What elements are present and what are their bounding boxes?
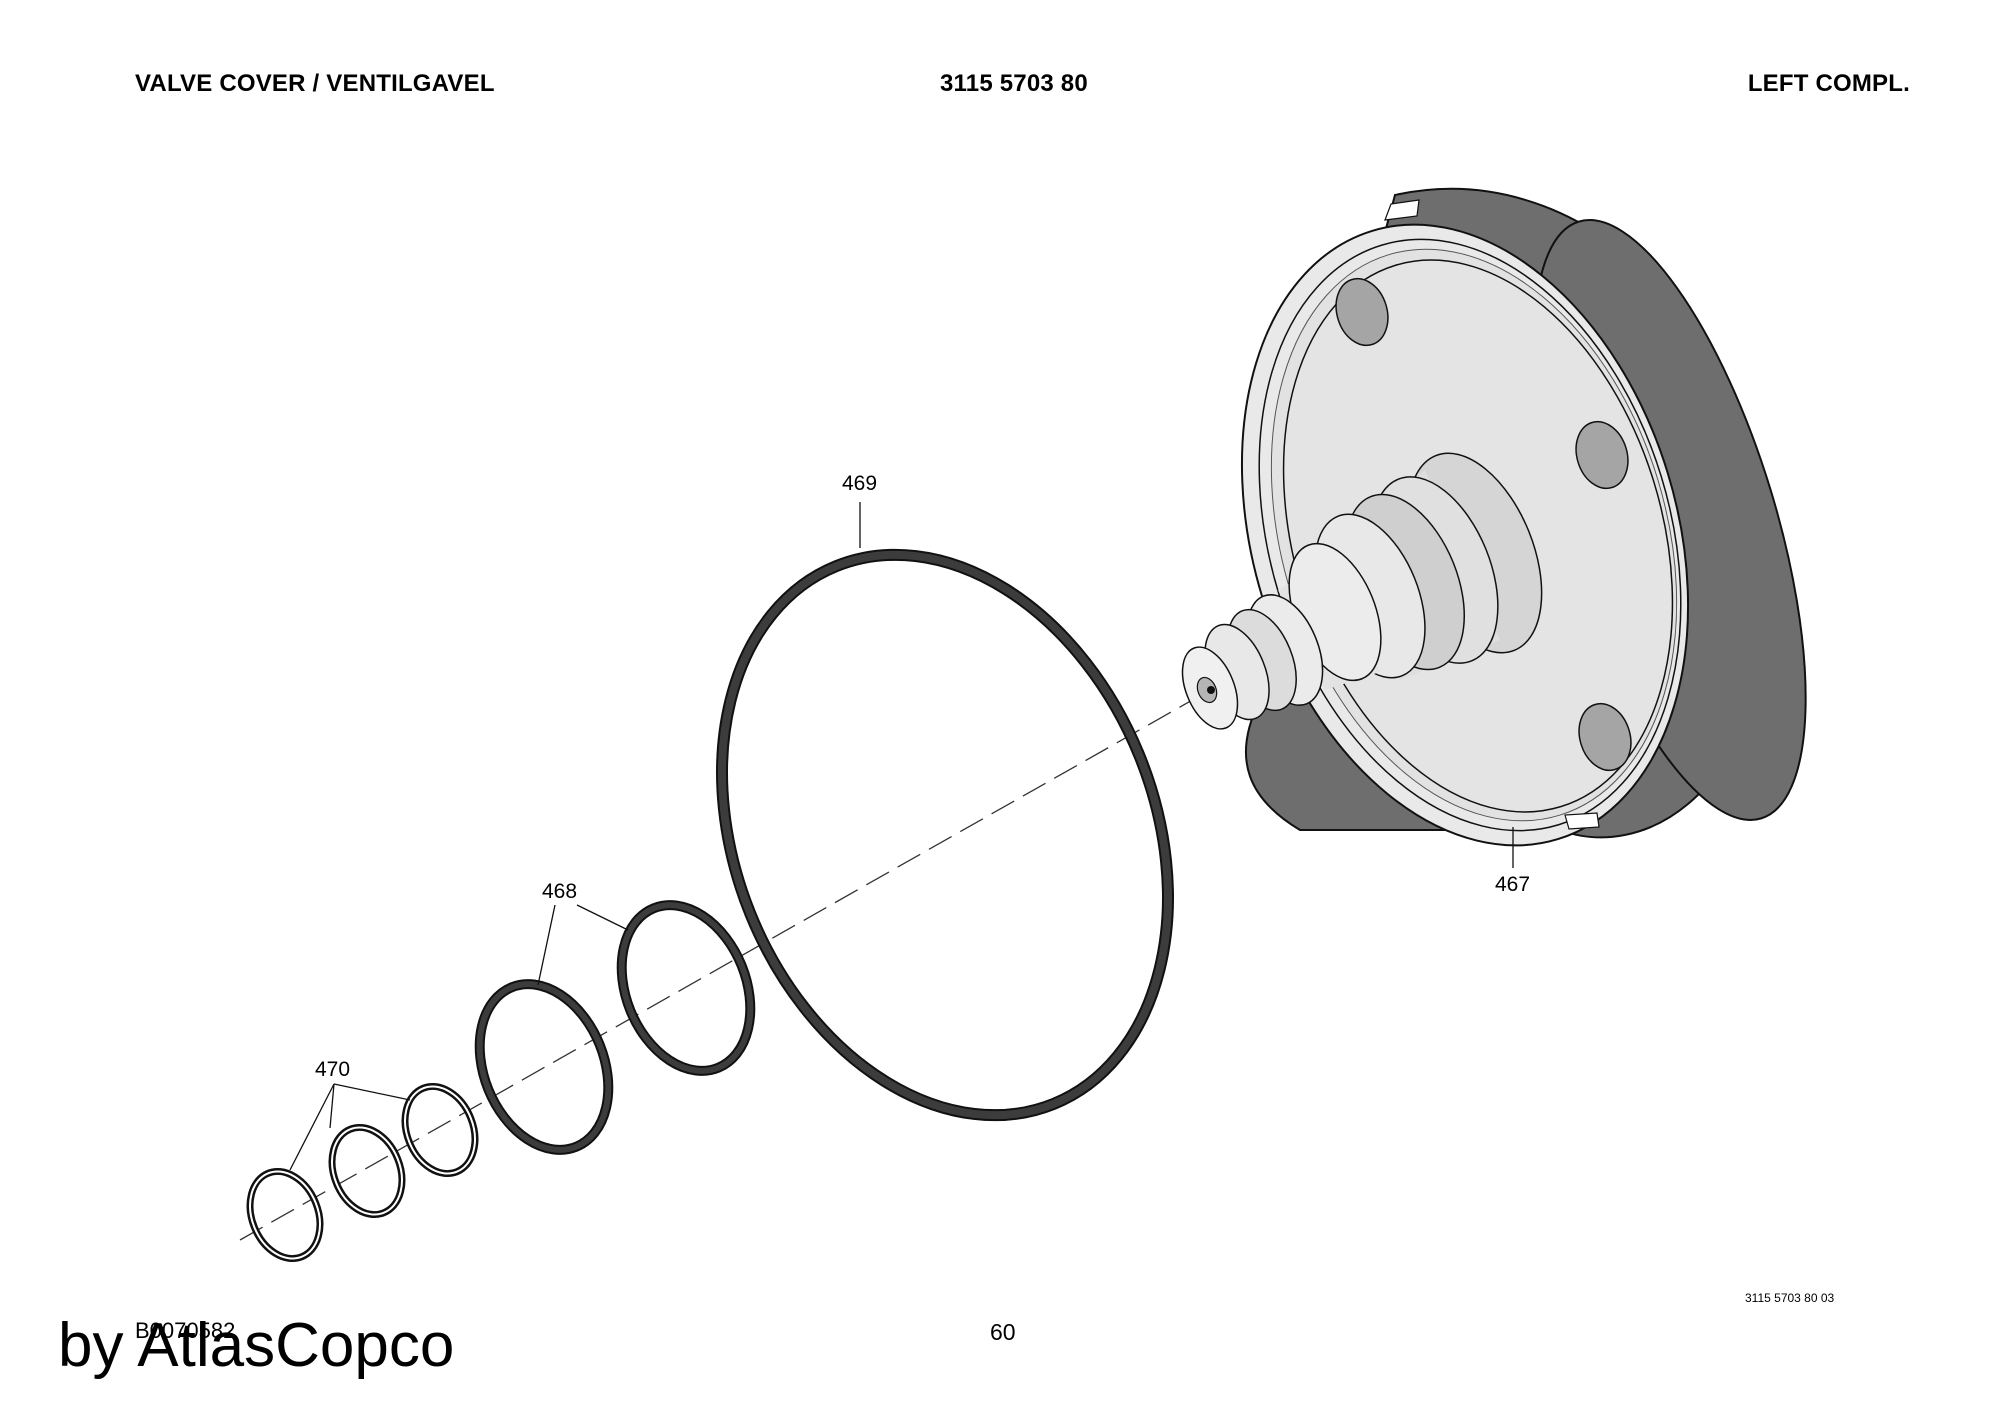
valve-cover <box>1181 188 1807 847</box>
leader-lines <box>289 502 1514 1171</box>
part-number: 3115 5703 80 <box>940 70 1088 97</box>
figure-id: B0070582 <box>135 1318 236 1343</box>
page-title: VALVE COVER / VENTILGAVEL <box>135 70 495 97</box>
center-axis <box>239 689 1211 1241</box>
watermark: by AtlasCopco <box>58 1311 455 1380</box>
backup-rings <box>246 1082 479 1263</box>
callout-467: 467 <box>1495 873 1531 896</box>
callout-468: 468 <box>542 880 578 903</box>
callout-469: 469 <box>842 472 878 495</box>
callout-470: 470 <box>315 1058 351 1081</box>
small-o-rings <box>474 900 756 1155</box>
variant-label: LEFT COMPL. <box>1747 70 1910 97</box>
drawing-code: 3115 5703 80 03 <box>1745 1291 1835 1305</box>
page-number: 60 <box>990 1319 1016 1345</box>
large-o-ring <box>716 548 1174 1122</box>
